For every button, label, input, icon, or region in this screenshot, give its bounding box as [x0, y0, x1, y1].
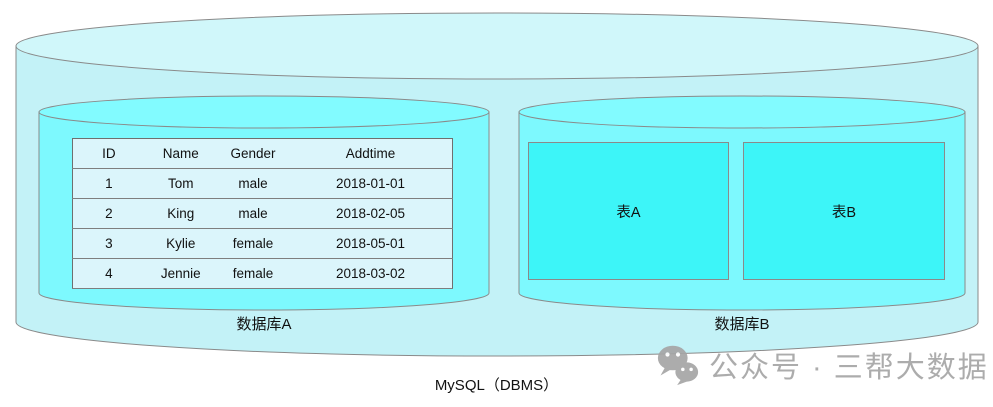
- table-row: 3 Kylie female 2018-05-01: [72, 228, 453, 259]
- watermark-text: 公众号 · 三帮大数据: [709, 352, 989, 384]
- cell-addtime: 2018-05-01: [289, 228, 453, 259]
- cell-gender: female: [216, 258, 290, 289]
- database-b-label: 数据库B: [714, 316, 770, 333]
- watermark: 公众号 · 三帮大数据: [655, 344, 989, 386]
- cell-addtime: 2018-02-05: [289, 198, 453, 229]
- mysql-dbms-label: MySQL（DBMS）: [434, 377, 559, 394]
- table-row: 2 King male 2018-02-05: [72, 198, 453, 229]
- cell-gender: female: [216, 228, 290, 259]
- cell-name: Kylie: [144, 228, 217, 259]
- cell-id: 1: [72, 168, 145, 199]
- cell-name: Jennie: [144, 258, 217, 289]
- cell-gender: male: [216, 168, 290, 199]
- table-row: 1 Tom male 2018-01-01: [72, 168, 453, 199]
- table-b-box: 表B: [743, 142, 945, 280]
- table-a-label: 表A: [616, 204, 641, 221]
- cell-id: 4: [72, 258, 145, 289]
- table-row: 4 Jennie female 2018-03-02: [72, 258, 453, 289]
- col-header-name: Name: [144, 138, 217, 169]
- table-header-row: ID Name Gender Addtime: [72, 138, 453, 169]
- table-a-box: 表A: [528, 142, 729, 280]
- col-header-addtime: Addtime: [289, 138, 453, 169]
- table-b-label: 表B: [831, 204, 857, 221]
- cell-name: Tom: [144, 168, 217, 199]
- cell-id: 2: [72, 198, 145, 229]
- cell-addtime: 2018-01-01: [289, 168, 453, 199]
- cell-name: King: [144, 198, 217, 229]
- mysql-cylinder-top: [15, 12, 979, 80]
- wechat-icon: [655, 344, 701, 386]
- col-header-gender: Gender: [216, 138, 290, 169]
- database-a-cylinder-top: [38, 95, 490, 129]
- database-b-cylinder-top: [518, 95, 966, 129]
- cell-gender: male: [216, 198, 290, 229]
- col-header-id: ID: [72, 138, 145, 169]
- cell-addtime: 2018-03-02: [289, 258, 453, 289]
- users-table: ID Name Gender Addtime 1 Tom male 2018-0…: [72, 138, 453, 289]
- database-a-label: 数据库A: [236, 316, 292, 333]
- cell-id: 3: [72, 228, 145, 259]
